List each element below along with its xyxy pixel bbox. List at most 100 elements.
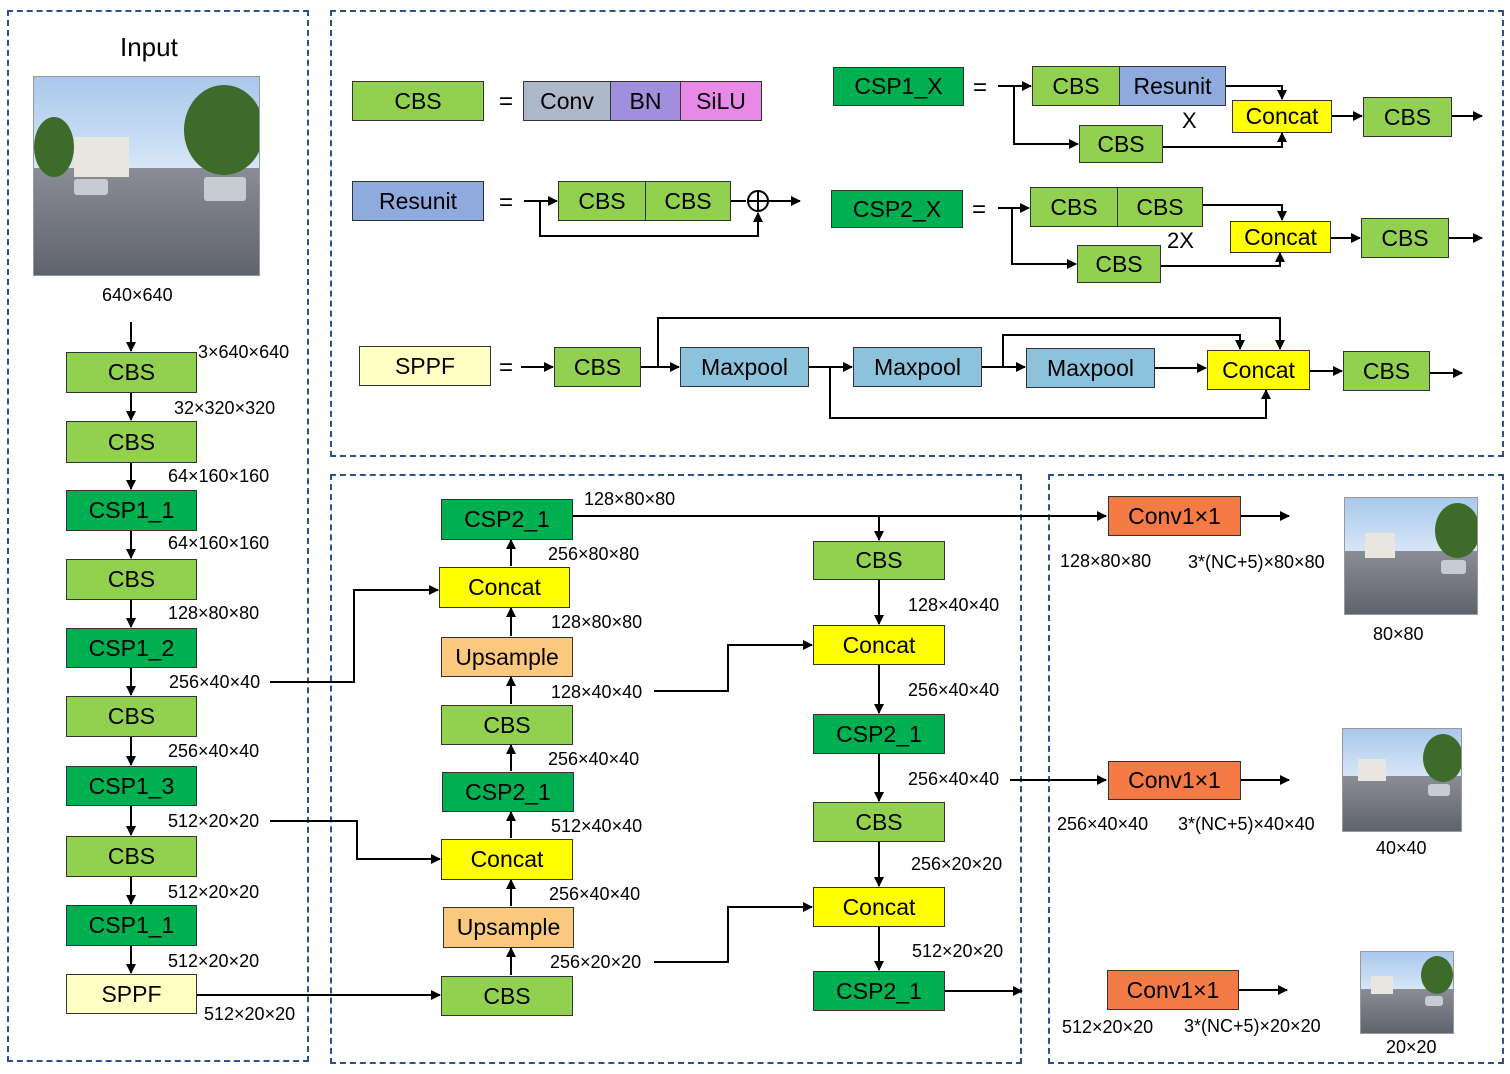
legend-sppf-concat: Concat	[1207, 350, 1310, 390]
legend-csp2-name: CSP2_X	[831, 190, 963, 228]
backbone-dim-8: 512×20×20	[168, 882, 260, 902]
legend-cbs-name: CBS	[352, 81, 484, 121]
neck-left-dim-8: 256×20×20	[550, 952, 642, 972]
head-2-in: 512×20×20	[1062, 1017, 1154, 1037]
head-1-image	[1342, 728, 1462, 832]
head-panel	[1048, 474, 1504, 1064]
neck-left-csp2-mid: CSP2_1	[442, 772, 574, 812]
legend-csp1-concat: Concat	[1232, 100, 1332, 133]
neck-left-upsample-bottom: Upsample	[443, 907, 574, 948]
neck-left-upsample-top: Upsample	[441, 637, 573, 677]
backbone-block-0: CBS	[66, 352, 197, 393]
backbone-block-9: SPPF	[66, 974, 197, 1014]
neck-left-dim-2: 256×80×80	[548, 544, 640, 564]
neck-panel	[330, 474, 1022, 1064]
head-0-out: 3*(NC+5)×80×80	[1188, 552, 1325, 572]
legend-conv-part: Conv	[523, 81, 611, 121]
backbone-dim-9: 512×20×20	[168, 951, 260, 971]
legend-sppf-first-cbs: CBS	[554, 347, 641, 387]
legend-sppf-equals: =	[499, 354, 514, 381]
legend-csp2-top-cbs-b: CBS	[1117, 187, 1203, 227]
backbone-block-5: CBS	[66, 696, 197, 737]
legend-resunit-equals: =	[499, 189, 514, 216]
backbone-dim-4: 128×80×80	[168, 603, 260, 623]
head-0-grid: 80×80	[1373, 624, 1424, 644]
neck-left-dim-5: 256×40×40	[548, 749, 640, 769]
neck-right-dim-5: 512×20×20	[912, 941, 1004, 961]
head-1-in: 256×40×40	[1057, 814, 1149, 834]
legend-resunit-name: Resunit	[352, 181, 484, 221]
neck-right-concat-top: Concat	[813, 625, 945, 665]
backbone-dim-5: 256×40×40	[169, 672, 261, 692]
backbone-dim-1: 32×320×320	[174, 398, 276, 418]
neck-left-concat-mid: Concat	[441, 839, 573, 880]
legend-csp1-bottom-cbs: CBS	[1079, 125, 1163, 163]
neck-right-dim-3: 256×40×40	[908, 769, 1000, 789]
legend-csp1-top-cbs: CBS	[1032, 66, 1120, 106]
neck-right-concat-bottom: Concat	[813, 887, 945, 927]
input-title: Input	[120, 32, 178, 62]
neck-left-cbs-mid: CBS	[441, 705, 573, 745]
backbone-dim-10: 512×20×20	[204, 1004, 296, 1024]
head-1-conv: Conv1×1	[1108, 761, 1241, 800]
head-0-in: 128×80×80	[1060, 551, 1152, 571]
neck-left-csp2-top: CSP2_1	[441, 499, 573, 540]
legend-csp2-bottom-cbs: CBS	[1077, 245, 1161, 283]
backbone-dim-7: 512×20×20	[168, 811, 260, 831]
neck-right-dim-1: 128×40×40	[908, 595, 1000, 615]
neck-left-concat-top: Concat	[439, 567, 570, 608]
legend-csp2-concat: Concat	[1230, 221, 1331, 253]
head-2-conv: Conv1×1	[1107, 970, 1239, 1010]
legend-csp2-out-cbs: CBS	[1361, 218, 1449, 258]
backbone-dim-6: 256×40×40	[168, 741, 260, 761]
legend-csp1-out-cbs: CBS	[1363, 97, 1452, 137]
backbone-dim-0: 3×640×640	[198, 342, 290, 362]
neck-left-dim-3: 128×80×80	[551, 612, 643, 632]
backbone-block-1: CBS	[66, 421, 197, 463]
neck-left-dim-4: 128×40×40	[551, 682, 643, 702]
legend-csp1-top-resunit: Resunit	[1119, 66, 1226, 106]
legend-sppf-maxpool-1: Maxpool	[680, 347, 809, 387]
head-0-conv: Conv1×1	[1108, 496, 1241, 536]
head-1-grid: 40×40	[1376, 838, 1427, 858]
legend-csp2-equals: =	[972, 196, 987, 223]
head-2-image	[1360, 951, 1454, 1034]
backbone-block-7: CBS	[66, 836, 197, 877]
backbone-block-2: CSP1_1	[66, 490, 197, 531]
backbone-block-3: CBS	[66, 559, 197, 600]
legend-csp2-top-cbs-a: CBS	[1030, 187, 1118, 227]
legend-cbs-equals: =	[499, 88, 514, 115]
neck-right-dim-4: 256×20×20	[911, 854, 1003, 874]
legend-silu-part: SiLU	[680, 81, 762, 121]
backbone-dim-2: 64×160×160	[168, 466, 270, 486]
neck-right-cbs-top: CBS	[813, 541, 945, 580]
neck-left-dim-6: 512×40×40	[551, 816, 643, 836]
head-0-image	[1344, 497, 1478, 615]
legend-sppf-maxpool-2: Maxpool	[853, 347, 982, 387]
backbone-panel	[7, 10, 309, 1062]
input-size-label: 640×640	[102, 285, 173, 305]
backbone-block-4: CSP1_2	[66, 628, 197, 668]
legend-sppf-maxpool-3: Maxpool	[1026, 348, 1155, 388]
head-1-out: 3*(NC+5)×40×40	[1178, 814, 1315, 834]
legend-bn-part: BN	[610, 81, 681, 121]
legend-resunit-cbs-b: CBS	[645, 181, 731, 221]
backbone-dim-3: 64×160×160	[168, 533, 270, 553]
legend-csp1-equals: =	[973, 74, 988, 101]
neck-left-dim-1: 128×80×80	[584, 489, 676, 509]
neck-left-cbs-bottom: CBS	[441, 976, 573, 1016]
neck-right-csp2-bottom: CSP2_1	[813, 971, 945, 1011]
head-2-out: 3*(NC+5)×20×20	[1184, 1016, 1321, 1036]
legend-csp1-name: CSP1_X	[833, 67, 964, 106]
legend-panel	[330, 10, 1504, 457]
legend-resunit-cbs-a: CBS	[558, 181, 646, 221]
neck-right-dim-2: 256×40×40	[908, 680, 1000, 700]
head-2-grid: 20×20	[1386, 1037, 1437, 1057]
input-image	[33, 76, 260, 276]
backbone-block-6: CSP1_3	[66, 766, 197, 806]
neck-left-dim-7: 256×40×40	[549, 884, 641, 904]
backbone-block-8: CSP1_1	[66, 905, 197, 946]
legend-sppf-out-cbs: CBS	[1343, 351, 1430, 391]
